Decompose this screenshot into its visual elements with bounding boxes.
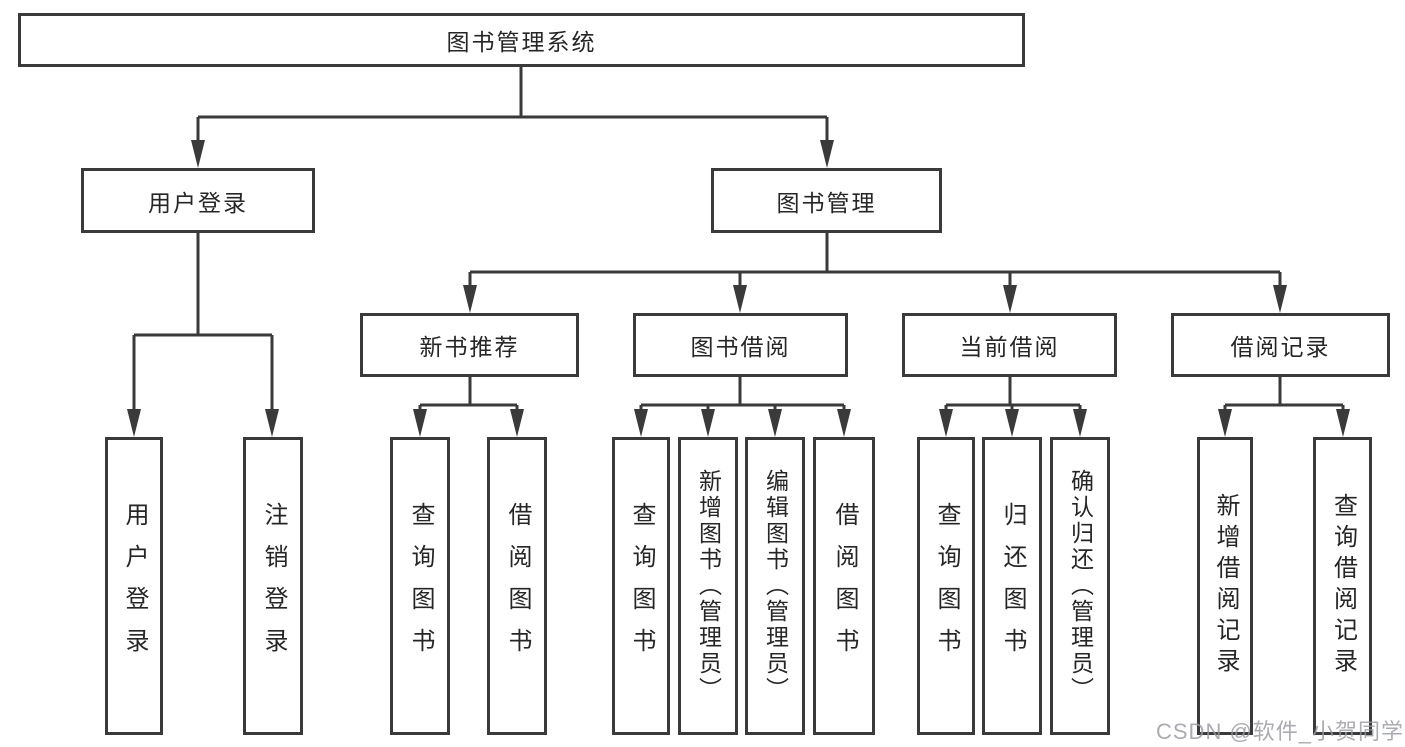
leaf-user-login: 用户登录 bbox=[105, 437, 163, 735]
leaf-borrow-books-borrowing: 借阅图书 bbox=[813, 437, 875, 735]
leaf-confirm-return-admin: 确认归还（管理员） bbox=[1050, 437, 1110, 735]
leaf-label: 注销登录 bbox=[260, 502, 287, 670]
leaf-label: 借阅图书 bbox=[504, 502, 531, 670]
node-label: 图书管理系统 bbox=[446, 29, 597, 55]
connector-book-borrow-branch bbox=[634, 377, 851, 437]
node-current-borrowing: 当前借阅 bbox=[902, 313, 1117, 377]
leaf-return-book: 归还图书 bbox=[982, 437, 1042, 735]
node-label: 当前借阅 bbox=[959, 334, 1060, 360]
node-label: 图书管理 bbox=[776, 189, 877, 216]
node-user-login: 用户登录 bbox=[81, 168, 315, 233]
leaf-borrow-books-recommend: 借阅图书 bbox=[487, 437, 547, 735]
leaf-edit-book-admin: 编辑图书（管理员） bbox=[745, 437, 805, 735]
leaf-label: 编辑图书（管理员） bbox=[762, 469, 789, 703]
node-label: 新书推荐 bbox=[419, 334, 520, 360]
node-borrow-records: 借阅记录 bbox=[1171, 313, 1390, 377]
leaf-label: 用户登录 bbox=[121, 502, 148, 670]
node-label: 用户登录 bbox=[148, 189, 248, 216]
connector-current-borrow-branch bbox=[939, 377, 1087, 437]
csdn-watermark: CSDN @软件_小贺同学 bbox=[1156, 719, 1405, 744]
node-label: 图书借阅 bbox=[690, 334, 791, 360]
leaf-query-books-current: 查询图书 bbox=[917, 437, 975, 735]
connector-book-mgmt-to-level3 bbox=[463, 233, 1287, 313]
leaf-query-borrow-record: 查询借阅记录 bbox=[1313, 437, 1372, 735]
leaf-label: 查询借阅记录 bbox=[1329, 493, 1357, 679]
leaf-label: 新增图书（管理员） bbox=[695, 469, 722, 703]
leaf-logout: 注销登录 bbox=[243, 437, 303, 735]
leaf-label: 查询图书 bbox=[933, 502, 960, 670]
leaf-label: 确认归还（管理员） bbox=[1067, 469, 1094, 703]
leaf-label: 归还图书 bbox=[999, 502, 1026, 670]
node-label: 借阅记录 bbox=[1230, 334, 1331, 360]
leaf-add-book-admin: 新增图书（管理员） bbox=[678, 437, 738, 735]
node-library-management-system: 图书管理系统 bbox=[18, 13, 1025, 67]
connector-borrow-records-branch bbox=[1218, 377, 1350, 437]
leaf-query-books-borrowing: 查询图书 bbox=[612, 437, 670, 735]
leaf-label: 查询图书 bbox=[407, 502, 434, 670]
leaf-label: 查询图书 bbox=[628, 502, 655, 670]
connector-user-login-branch bbox=[127, 233, 279, 437]
node-new-book-recommend: 新书推荐 bbox=[360, 313, 579, 377]
leaf-label: 借阅图书 bbox=[831, 502, 858, 670]
leaf-label: 新增借阅记录 bbox=[1212, 493, 1239, 679]
connector-root-to-level2 bbox=[191, 66, 834, 168]
node-book-borrowing: 图书借阅 bbox=[633, 313, 848, 377]
leaf-query-books-recommend: 查询图书 bbox=[390, 437, 450, 735]
connector-new-book-branch bbox=[413, 377, 524, 437]
leaf-add-borrow-record: 新增借阅记录 bbox=[1197, 437, 1253, 735]
node-book-management: 图书管理 bbox=[711, 168, 942, 233]
